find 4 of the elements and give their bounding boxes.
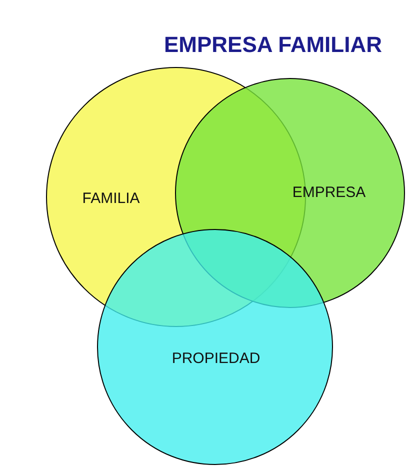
circle-label: EMPRESA [292, 182, 366, 203]
circle-label: PROPIEDAD [172, 348, 260, 369]
circle-label: FAMILIA [82, 188, 140, 209]
title: EMPRESA FAMILIAR [163, 34, 383, 56]
